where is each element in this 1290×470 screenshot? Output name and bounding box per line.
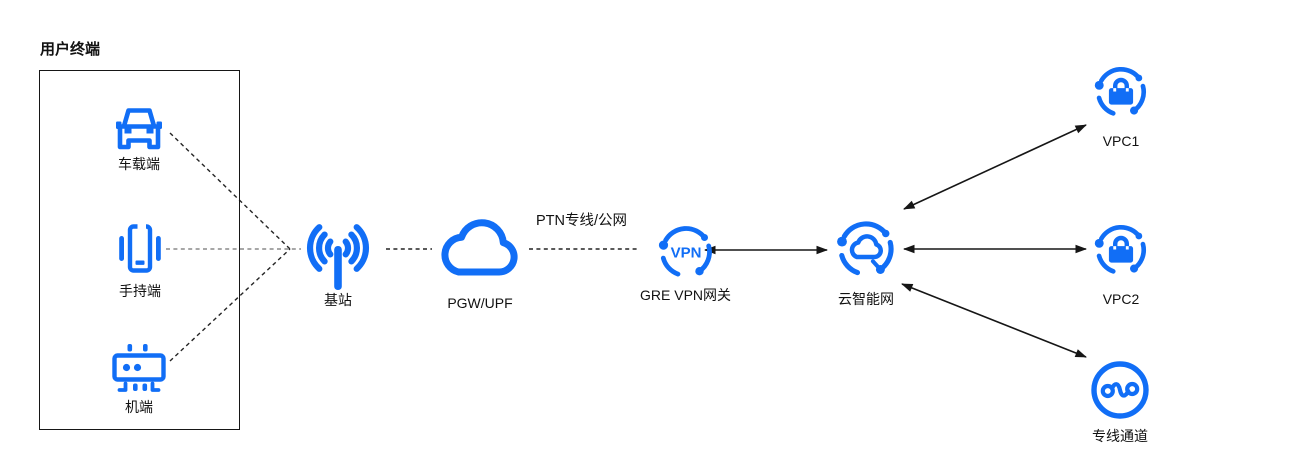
- node-pgw-upf: PGW/UPF: [434, 214, 526, 311]
- node-vpc1: VPC1: [1092, 63, 1150, 149]
- node-base-station: 基站: [296, 210, 380, 308]
- node-label: VPC2: [1102, 291, 1140, 307]
- node-label: 云智能网: [838, 291, 894, 307]
- node-label: VPC1: [1102, 133, 1140, 149]
- node-cloud-smart-net: 云智能网: [834, 217, 898, 307]
- edge-cloudnet-vpc1: [903, 124, 1087, 210]
- antenna-icon: [307, 224, 369, 290]
- node-vpc2: VPC2: [1092, 221, 1150, 307]
- edge-cloudnet-leasedline: [901, 283, 1087, 358]
- node-label: 专线通道: [1092, 428, 1148, 444]
- vpn-ring-icon: VPN: [658, 226, 712, 277]
- cloud-network-icon: [837, 221, 894, 276]
- node-leased-line: 专线通道: [1090, 360, 1150, 444]
- direct-connect-icon: [1091, 361, 1149, 419]
- edge-vehicle-basestation: [169, 132, 291, 250]
- node-label: 手持端: [119, 283, 161, 299]
- user-terminal-group-title: 用户终端: [40, 41, 101, 58]
- vpc-lock-icon: [1094, 225, 1146, 274]
- edge-machine-basestation: [169, 248, 291, 362]
- phone-icon: [119, 224, 161, 273]
- node-label: GRE VPN网关: [640, 287, 732, 303]
- node-vehicle-terminal: 车载端: [113, 102, 165, 172]
- node-label: PGW/UPF: [447, 295, 513, 311]
- node-machine-terminal: 机端: [110, 342, 168, 415]
- vpn-icon-text: VPN: [670, 245, 701, 262]
- node-label: 基站: [324, 292, 352, 308]
- user-terminal-group-box: [39, 70, 240, 430]
- chip-icon: [112, 344, 166, 392]
- vpc-lock-icon: [1094, 67, 1146, 116]
- node-handheld-terminal: 手持端: [114, 224, 166, 299]
- cloud-icon: [441, 219, 518, 276]
- car-icon: [116, 108, 162, 150]
- node-label: 车载端: [118, 156, 160, 172]
- node-label: 机端: [125, 399, 153, 415]
- node-vpn-gateway: VPN GRE VPN网关: [640, 222, 731, 303]
- ptn-edge-label: PTN专线/公网: [536, 213, 628, 229]
